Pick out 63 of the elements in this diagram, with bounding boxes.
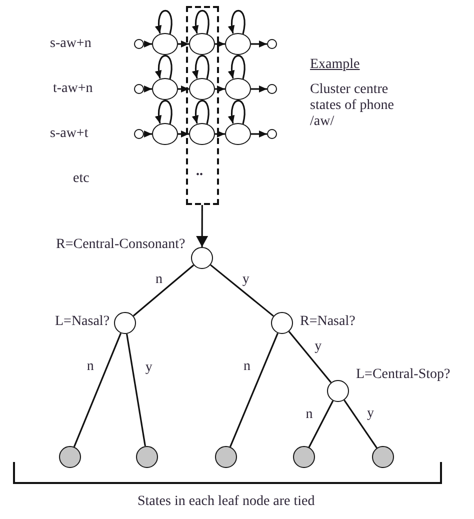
arrow — [178, 86, 189, 92]
arrow — [251, 40, 267, 48]
leaf-node-circle — [136, 446, 158, 468]
self-loop-arrow — [155, 100, 172, 124]
description-text: Cluster centre states of phone /aw/ — [310, 82, 395, 130]
start-end-state-circle — [267, 129, 277, 139]
hmm-state-circle — [152, 33, 178, 55]
question-label: R=Central-Consonant? — [56, 237, 186, 254]
self-loop-arrow — [228, 10, 246, 34]
arrow — [215, 40, 225, 48]
hmm-state-circle — [225, 123, 251, 145]
tree-branch-line — [210, 264, 274, 317]
leaf-node-circle — [293, 446, 315, 468]
start-end-state-circle — [267, 84, 277, 94]
self-loop-arrow — [155, 10, 172, 34]
self-loop-arrow — [192, 10, 210, 34]
arrow — [144, 86, 152, 92]
heading: Example — [310, 57, 360, 74]
self-loop-arrow — [192, 100, 210, 124]
dashed-selection-box — [186, 6, 219, 205]
tree-branch-line — [73, 332, 122, 448]
tree-branch-line — [344, 400, 378, 448]
leaf-node-circle — [59, 446, 81, 468]
start-end-state-circle — [134, 39, 144, 49]
self-loop-arrow — [228, 100, 246, 124]
arrow — [251, 86, 267, 92]
arrow — [178, 40, 189, 48]
tree-branch-line — [230, 332, 278, 448]
hmm-state-circle — [152, 123, 178, 145]
leaf-node-circle — [215, 446, 237, 468]
start-end-state-circle — [134, 129, 144, 139]
caption: States in each leaf node are tied — [138, 494, 315, 510]
arrow — [215, 130, 225, 138]
self-loop-arrow — [192, 55, 210, 80]
arrow — [215, 86, 225, 92]
row-label: etc — [73, 171, 90, 188]
hmm-state-circle — [189, 78, 215, 100]
row-label: t-aw+n — [53, 81, 93, 98]
arrow — [144, 40, 152, 48]
question-label: L=Central-Stop? — [356, 367, 450, 384]
arrow — [178, 130, 189, 138]
question-label: L=Nasal? — [55, 314, 110, 330]
tree-branch-line — [308, 400, 334, 448]
tree-branch-line — [126, 334, 146, 446]
tree-branch-line — [288, 330, 332, 384]
hmm-state-circle — [189, 123, 215, 145]
arrow — [196, 205, 208, 247]
hmm-state-circle — [189, 33, 215, 55]
arrow — [251, 130, 267, 138]
question-label: R=Nasal? — [300, 314, 356, 330]
self-loop-arrow — [228, 55, 246, 80]
start-end-state-circle — [267, 39, 277, 49]
row-label: s-aw+n — [50, 36, 92, 52]
hmm-state-circle — [225, 78, 251, 100]
arrow — [144, 130, 152, 138]
hmm-state-circle — [152, 78, 178, 100]
leaf-node-circle — [372, 446, 394, 468]
row-label: s-aw+t — [50, 126, 88, 142]
ellipsis-dots: .. — [196, 164, 203, 180]
hmm-state-circle — [225, 33, 251, 55]
start-end-state-circle — [134, 84, 144, 94]
self-loop-arrow — [155, 55, 172, 80]
tree-branch-line — [132, 264, 194, 317]
